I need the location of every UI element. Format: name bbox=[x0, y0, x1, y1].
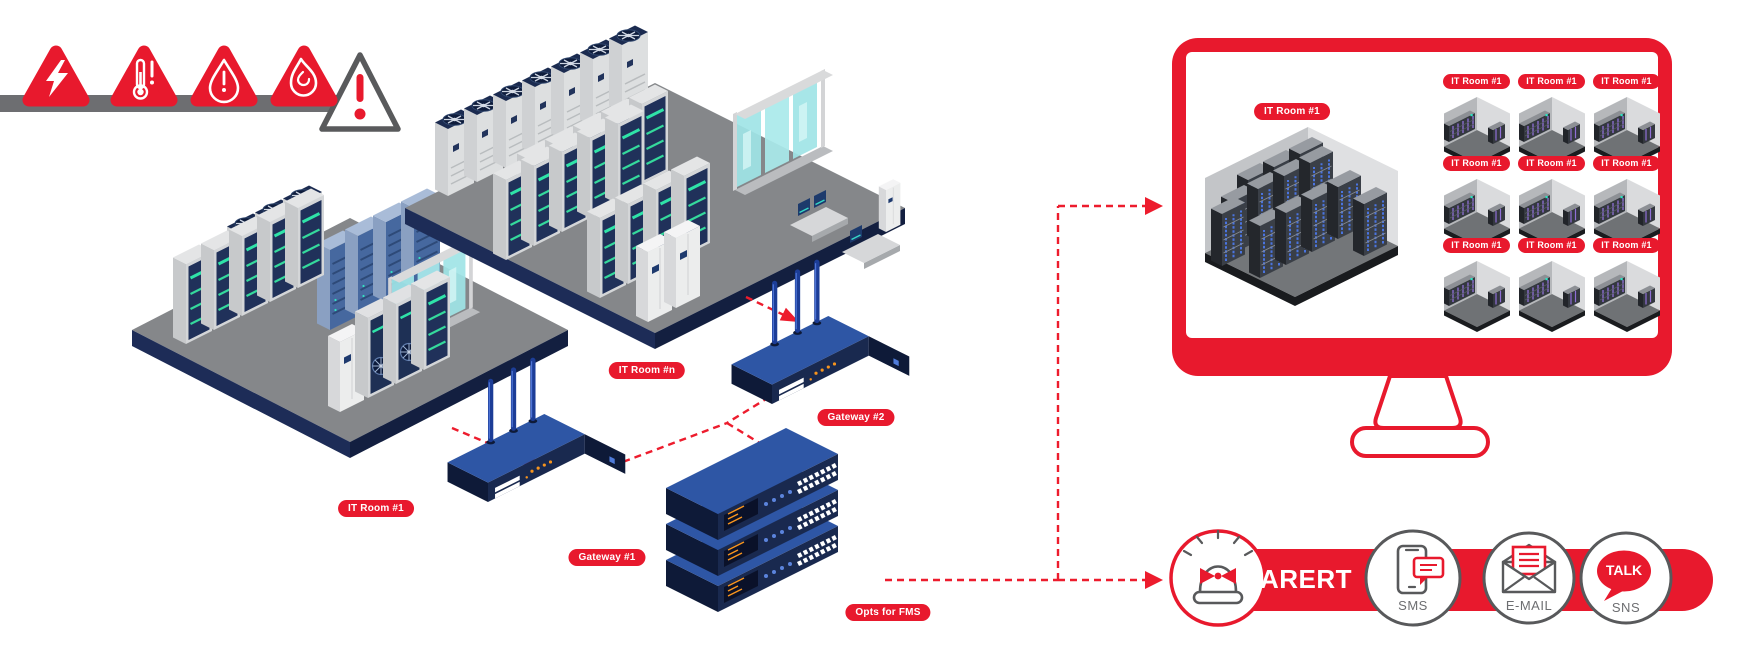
talk-bubble-text: TALK bbox=[1605, 562, 1643, 578]
room-thumbnail: IT Room #1 bbox=[1589, 238, 1664, 320]
alert-title: ARERT bbox=[1259, 564, 1353, 594]
label-fms: Opts for FMS bbox=[845, 604, 931, 621]
label-it-room-1: IT Room #1 bbox=[338, 500, 414, 517]
room-thumbnail-grid: IT Room #1 IT Room #1 IT Room #1 IT Room… bbox=[1439, 74, 1664, 320]
room-thumbnail-label: IT Room #1 bbox=[1443, 74, 1510, 89]
fms-stack-illustration bbox=[666, 428, 838, 612]
label-gateway-1: Gateway #1 bbox=[568, 549, 646, 566]
room-thumbnail: IT Room #1 bbox=[1514, 156, 1589, 238]
electric-hazard-icon bbox=[22, 45, 90, 107]
fire-hazard-icon bbox=[270, 45, 338, 107]
screen-main-room bbox=[1205, 127, 1398, 306]
channel-label-sms: SMS bbox=[1398, 598, 1428, 613]
room-thumbnail-label: IT Room #1 bbox=[1593, 238, 1660, 253]
sms-phone-icon bbox=[1396, 544, 1445, 595]
room-thumbnail-label: IT Room #1 bbox=[1443, 156, 1510, 171]
room-thumbnail-label: IT Room #1 bbox=[1443, 238, 1510, 253]
room-thumbnail-label: IT Room #1 bbox=[1518, 238, 1585, 253]
label-screen-main-room: IT Room #1 bbox=[1254, 103, 1330, 120]
siren-icon bbox=[1182, 529, 1254, 605]
monitor-stand-neck bbox=[1373, 374, 1463, 430]
room-thumbnail: IT Room #1 bbox=[1589, 74, 1664, 156]
room-thumbnail-label: IT Room #1 bbox=[1593, 156, 1660, 171]
room-thumbnail: IT Room #1 bbox=[1514, 238, 1589, 320]
room-thumbnail: IT Room #1 bbox=[1439, 74, 1514, 156]
channel-label-email: E-MAIL bbox=[1505, 598, 1553, 613]
water-leak-hazard-icon bbox=[190, 45, 258, 107]
channel-label-sns: SNS bbox=[1611, 600, 1641, 615]
room-thumbnail: IT Room #1 bbox=[1439, 156, 1514, 238]
label-it-room-n: IT Room #n bbox=[608, 362, 686, 379]
it-room-n-illustration bbox=[405, 24, 905, 349]
label-gateway-2: Gateway #2 bbox=[817, 409, 895, 426]
it-room-1-illustration bbox=[132, 184, 568, 458]
hazard-strip bbox=[0, 45, 401, 132]
talk-bubble-icon bbox=[1597, 550, 1651, 601]
monitor-stand-base bbox=[1350, 426, 1490, 458]
alert-banner-illustration bbox=[1169, 529, 1713, 627]
monitor-illustration bbox=[1172, 38, 1672, 458]
warning-exclamation-icon bbox=[319, 52, 401, 132]
room-thumbnail: IT Room #1 bbox=[1589, 156, 1664, 238]
control-desks bbox=[790, 178, 901, 269]
email-envelope-icon bbox=[1501, 543, 1557, 594]
room-thumbnail-label: IT Room #1 bbox=[1518, 156, 1585, 171]
room-thumbnail-label: IT Room #1 bbox=[1518, 74, 1585, 89]
room-thumbnail: IT Room #1 bbox=[1514, 74, 1589, 156]
temperature-hazard-icon bbox=[110, 45, 178, 107]
room-thumbnail-label: IT Room #1 bbox=[1593, 74, 1660, 89]
room-thumbnail: IT Room #1 bbox=[1439, 238, 1514, 320]
